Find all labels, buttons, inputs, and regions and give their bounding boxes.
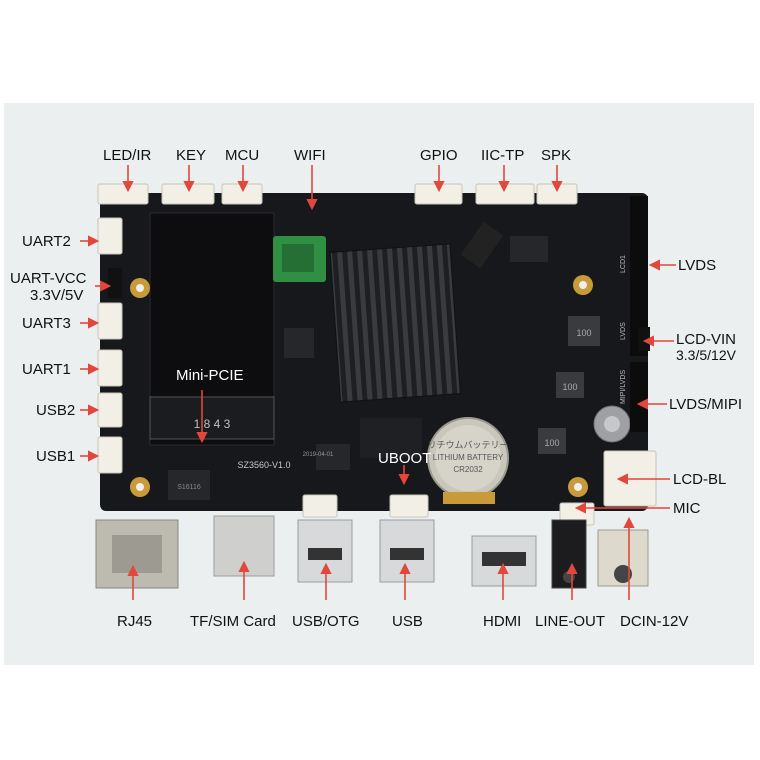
svg-text:LVDS: LVDS xyxy=(620,322,627,340)
label-usb1: USB1 xyxy=(36,448,76,465)
label-spk: SPK xyxy=(541,147,572,164)
label-lvds-mipi: LVDS/MIPI xyxy=(669,396,743,413)
label-lcd-vin-voltage: 3.3/5/12V xyxy=(676,347,736,363)
label-mini-pcie: Mini-PCIE xyxy=(176,367,244,384)
lvds-mipi-header xyxy=(630,362,648,432)
label-tf-sim-card: TF/SIM Card xyxy=(190,613,276,630)
svg-text:LITHIUM BATTERY: LITHIUM BATTERY xyxy=(433,453,504,462)
svg-text:100: 100 xyxy=(562,382,577,392)
label-led-ir: LED/IR xyxy=(103,147,152,164)
lvds-header xyxy=(630,196,648,356)
svg-text:MIPI/LVDS: MIPI/LVDS xyxy=(620,370,627,404)
svg-text:CR2032: CR2032 xyxy=(453,465,483,474)
pcie-silk-text: 1 8 4 3 xyxy=(194,417,231,431)
mounting-holes xyxy=(130,275,593,497)
label-uart-vcc: UART-VCC xyxy=(10,270,87,287)
svg-text:100: 100 xyxy=(576,328,591,338)
label-gpio: GPIO xyxy=(420,147,458,164)
svg-text:S16116: S16116 xyxy=(177,484,201,491)
heatsink xyxy=(329,243,461,403)
label-usb: USB xyxy=(392,613,423,630)
svg-text:2019-04-01: 2019-04-01 xyxy=(303,452,334,458)
callout-arrows xyxy=(80,165,676,600)
svg-text:リチウムバッテリー: リチウムバッテリー xyxy=(427,440,508,450)
label-rj45: RJ45 xyxy=(117,613,153,630)
label-wifi: WIFI xyxy=(294,147,326,164)
label-iic-tp: IIC-TP xyxy=(481,147,525,164)
label-mcu: MCU xyxy=(225,147,260,164)
svg-text:LCD1: LCD1 xyxy=(620,255,627,273)
label-usb2: USB2 xyxy=(36,402,76,419)
heatsink-clip xyxy=(460,221,504,269)
label-lcd-vin: LCD-VIN xyxy=(676,331,737,348)
label-uart3: UART3 xyxy=(22,315,71,332)
label-usb-otg: USB/OTG xyxy=(292,613,360,630)
top-connectors xyxy=(97,183,578,205)
label-hdmi: HDMI xyxy=(483,613,522,630)
svg-text:100: 100 xyxy=(544,438,559,448)
svg-text:SZ3560-V1.0: SZ3560-V1.0 xyxy=(237,460,290,470)
label-mic: MIC xyxy=(673,500,701,517)
label-line-out: LINE-OUT xyxy=(535,613,606,630)
label-dcin-12v: DCIN-12V xyxy=(620,613,689,630)
left-connectors xyxy=(97,217,123,474)
label-lcd-bl: LCD-BL xyxy=(673,471,727,488)
tf-sim-slot xyxy=(213,515,275,577)
label-key: KEY xyxy=(176,147,207,164)
label-lvds: LVDS xyxy=(678,257,717,274)
label-uart-vcc-voltage: 3.3V/5V xyxy=(30,287,84,304)
label-uboot: UBOOT xyxy=(378,450,432,467)
label-uart2: UART2 xyxy=(22,233,71,250)
label-uart1: UART1 xyxy=(22,361,71,378)
